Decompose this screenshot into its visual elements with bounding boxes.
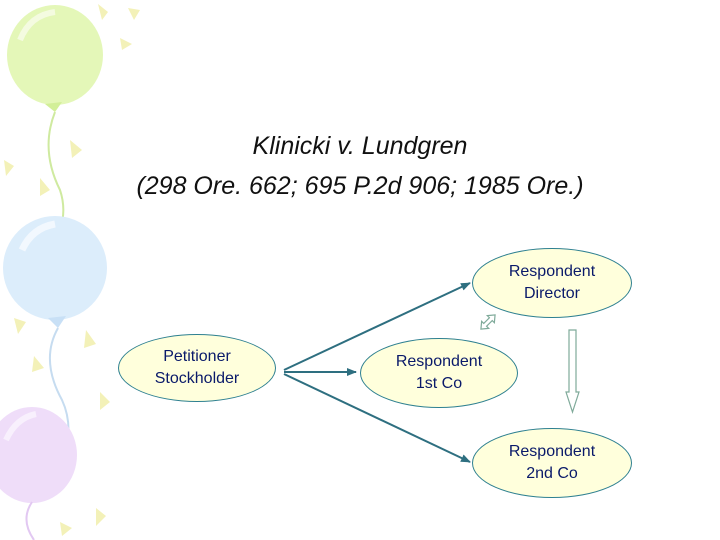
arrow-to-director xyxy=(283,282,471,371)
hollow-double-arrow-icon xyxy=(480,314,496,330)
balloon-purple-icon xyxy=(0,407,77,540)
hollow-down-arrow-icon xyxy=(565,329,580,414)
arrow-to-second-co xyxy=(283,373,471,463)
node-respondent-1st-co: Respondent 1st Co xyxy=(360,338,518,408)
node-respondent-director: Respondent Director xyxy=(472,248,632,318)
title-line-1: Klinicki v. Lundgren xyxy=(252,132,468,160)
node-respondent-2nd-co: Respondent 2nd Co xyxy=(472,428,632,498)
confetti-icon xyxy=(4,4,140,536)
title-line-2: (298 Ore. 662; 695 P.2d 906; 1985 Ore.) xyxy=(136,172,584,200)
node-petitioner-stockholder: Petitioner Stockholder xyxy=(118,334,276,402)
